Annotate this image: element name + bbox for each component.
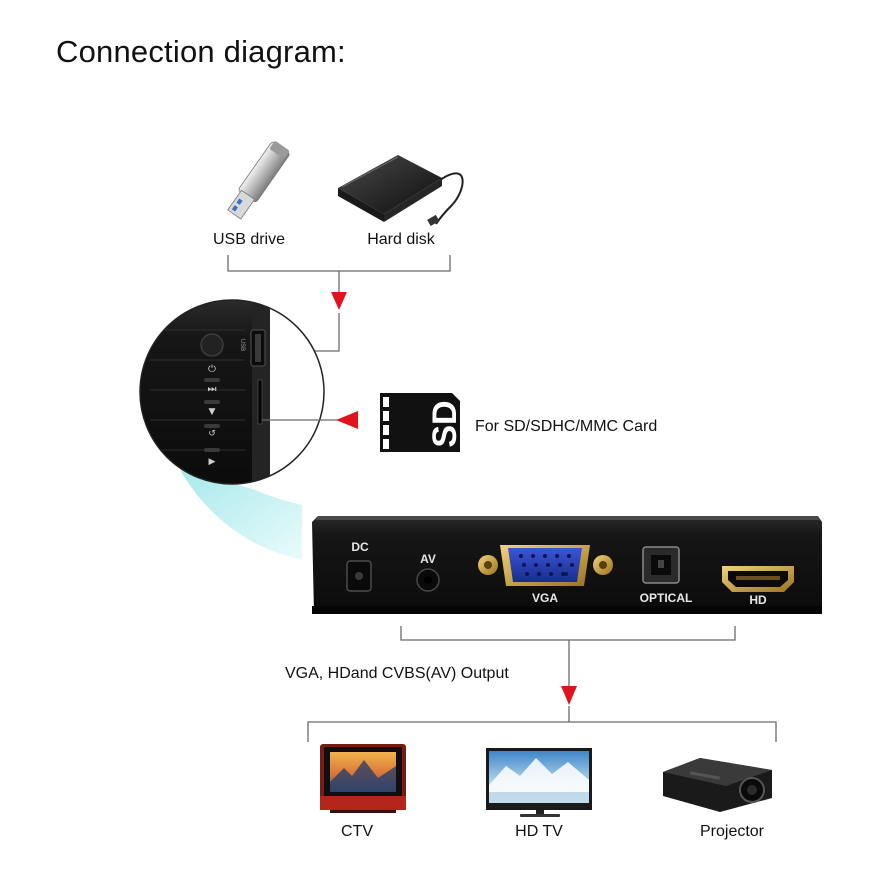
svg-text:⏻: ⏻ <box>208 364 216 375</box>
vga-port <box>478 545 613 586</box>
arrow-left-icon <box>336 411 358 429</box>
svg-text:↺: ↺ <box>208 429 216 439</box>
usb-drive-label: USB drive <box>213 231 285 248</box>
sd-icon-text: SD <box>426 400 464 447</box>
sd-card-icon: SD <box>380 393 464 452</box>
svg-text:▶: ▶ <box>209 457 216 467</box>
svg-text:▼: ▼ <box>209 407 216 417</box>
projector-icon <box>663 758 772 812</box>
ctv-label: CTV <box>341 823 373 840</box>
dc-port-label: DC <box>351 540 369 554</box>
arrow-down-icon <box>331 292 347 310</box>
sd-card-label: For SD/SDHC/MMC Card <box>475 418 657 435</box>
hard-disk-label: Hard disk <box>367 231 436 248</box>
crt-tv-icon <box>320 744 406 813</box>
svg-text:⏭: ⏭ <box>208 384 217 395</box>
side-usb-port-label: USB <box>239 338 246 352</box>
av-port <box>416 568 440 592</box>
vga-port-label: VGA <box>532 591 558 605</box>
projector-label: Projector <box>700 823 765 840</box>
side-panel-zoom: ⏻ ⏭ ▼ ↺ ▶ <box>139 299 325 485</box>
dc-port <box>346 560 372 592</box>
hard-disk-icon <box>338 155 464 226</box>
usb-drive-icon <box>227 141 290 220</box>
hd-tv-icon <box>486 748 592 817</box>
optical-port-label: OPTICAL <box>640 591 693 605</box>
arrow-down-icon <box>561 686 577 705</box>
hdtv-label: HD TV <box>515 823 563 840</box>
page-title: Connection diagram: <box>56 34 346 69</box>
output-label: VGA, HDand CVBS(AV) Output <box>285 665 509 682</box>
av-port-label: AV <box>420 552 436 566</box>
output-connector-lines <box>307 626 777 742</box>
zoom-highlight <box>180 470 302 560</box>
optical-port <box>642 546 680 584</box>
hd-port-label: HD <box>749 593 767 607</box>
hd-port <box>722 566 794 592</box>
